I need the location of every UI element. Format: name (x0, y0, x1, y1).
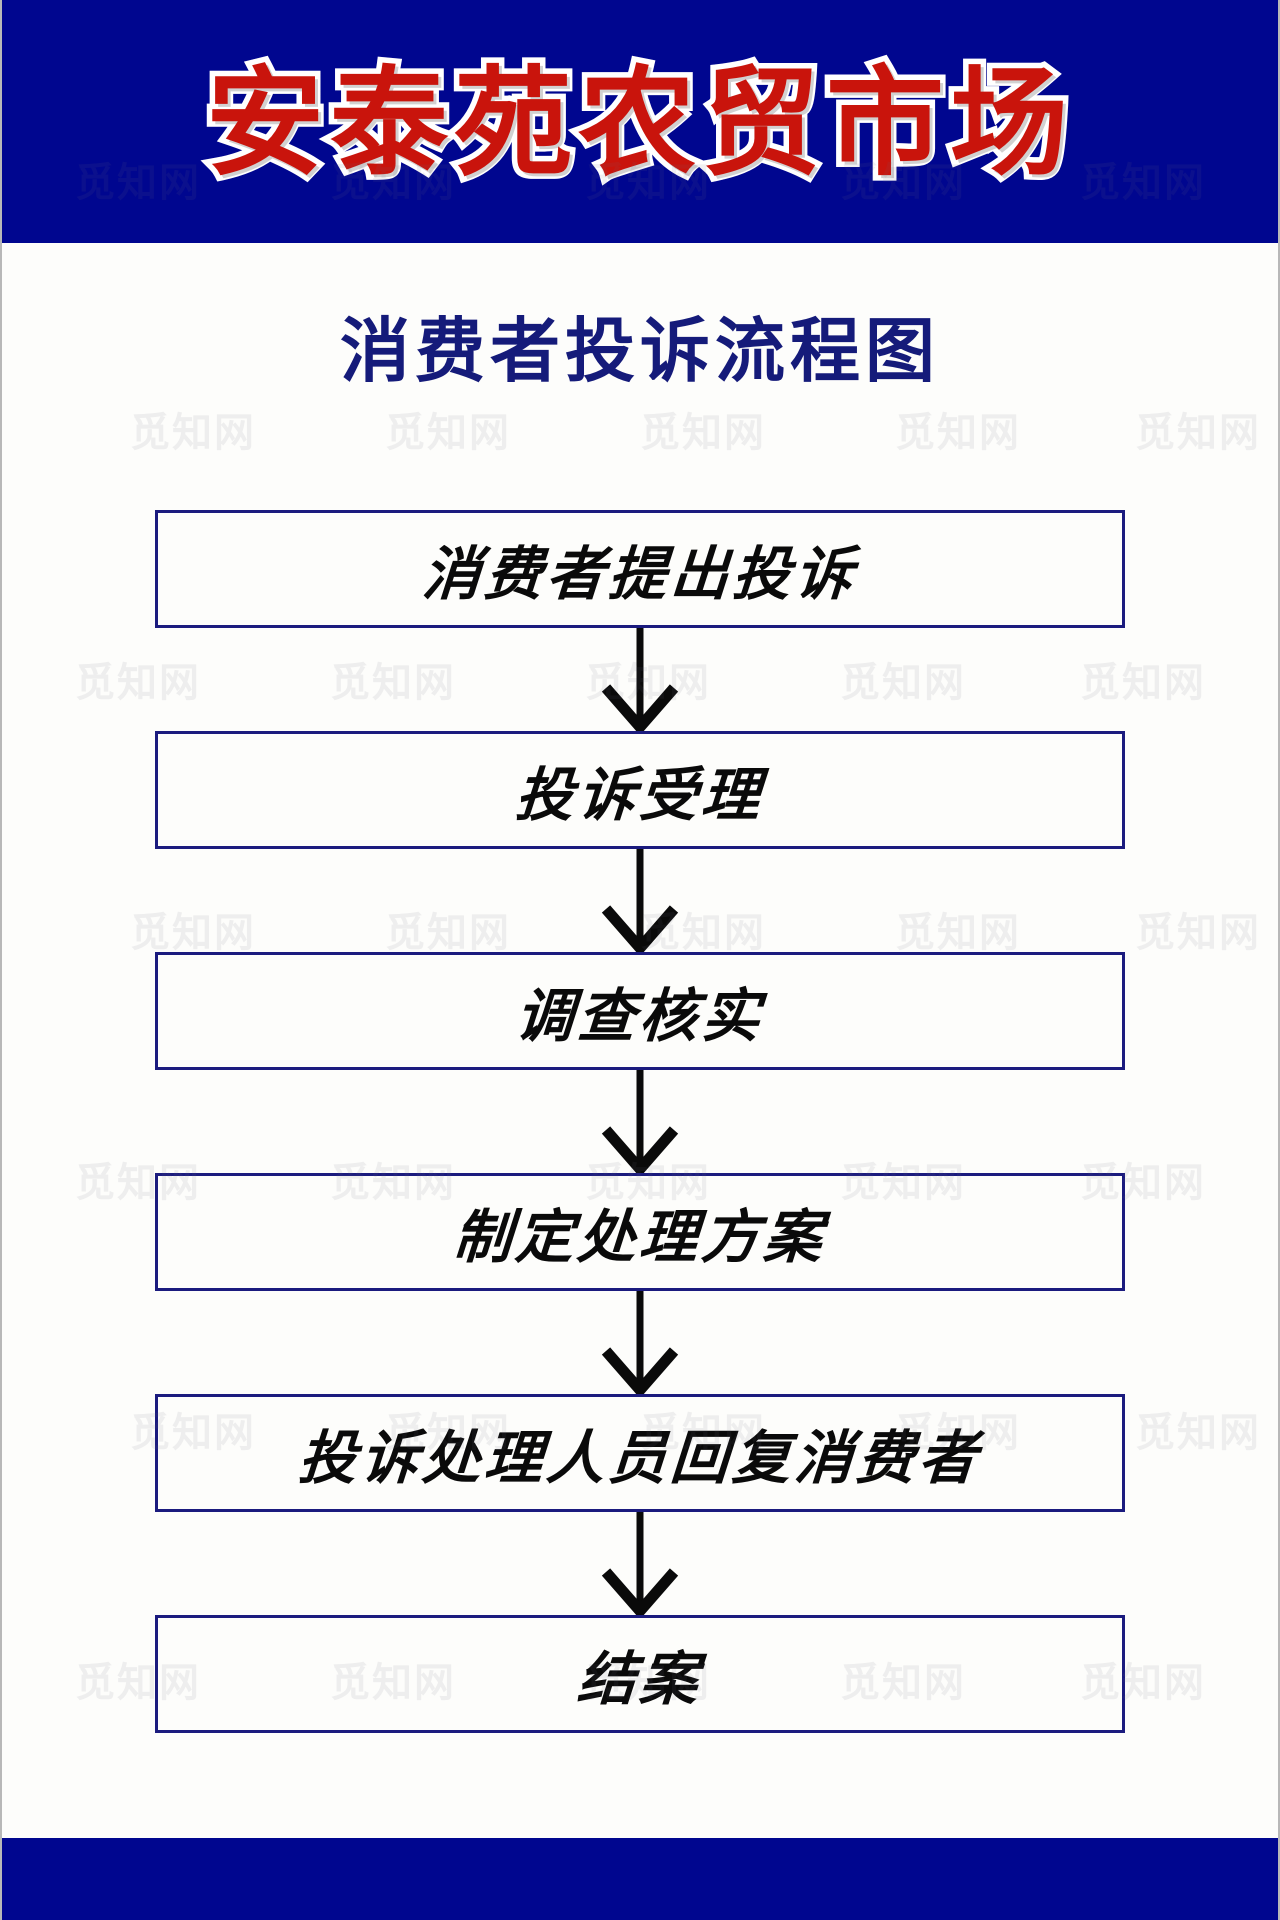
flow-step-2: 投诉受理 (155, 731, 1125, 849)
flow-step-label: 投诉处理人员回复消费者 (296, 1426, 983, 1491)
flow-step-label: 调查核实 (513, 984, 766, 1049)
flow-step-label: 消费者提出投诉 (420, 542, 859, 607)
header-banner: 安泰苑农贸市场 (0, 0, 1280, 243)
left-edge-line (0, 0, 2, 1920)
content-area: 消费者投诉流程图 消费者提出投诉 投诉受理 调查核实 制定处理方案 投诉处理人员… (0, 243, 1280, 1838)
flow-arrow-5-to-6 (155, 1512, 1125, 1615)
footer-bar (0, 1838, 1280, 1920)
flow-step-label: 投诉受理 (513, 763, 766, 828)
flow-step-6: 结案 (155, 1615, 1125, 1733)
flow-step-3: 调查核实 (155, 952, 1125, 1070)
flow-step-4: 制定处理方案 (155, 1173, 1125, 1291)
flow-arrow-1-to-2 (155, 628, 1125, 731)
right-edge-line (1278, 0, 1280, 1920)
flow-step-label: 结案 (575, 1647, 704, 1712)
flow-step-5: 投诉处理人员回复消费者 (155, 1394, 1125, 1512)
flow-arrow-2-to-3 (155, 849, 1125, 952)
complaint-flowchart: 消费者提出投诉 投诉受理 调查核实 制定处理方案 投诉处理人员回复消费者 结案 (155, 510, 1125, 1733)
flow-arrow-4-to-5 (155, 1291, 1125, 1394)
flow-arrow-3-to-4 (155, 1070, 1125, 1173)
flow-step-label: 制定处理方案 (451, 1205, 828, 1270)
page-title: 消费者投诉流程图 (340, 310, 940, 392)
market-name-title: 安泰苑农贸市场 (200, 51, 1074, 194)
flow-step-1: 消费者提出投诉 (155, 510, 1125, 628)
